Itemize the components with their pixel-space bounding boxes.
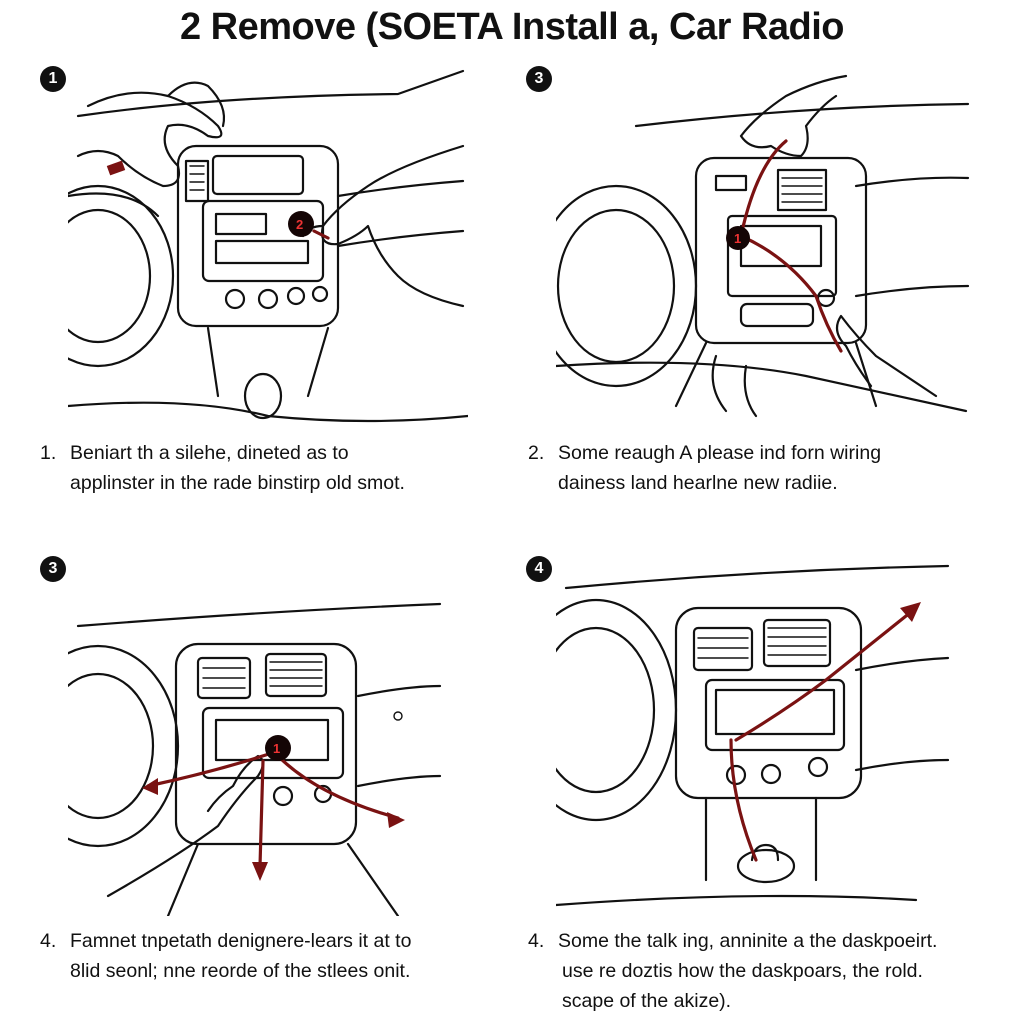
caption-line: Some the talk ing, anninite a the daskpo… <box>558 930 938 952</box>
caption-number: 4. <box>40 930 57 952</box>
step-marker: 2 <box>296 217 303 232</box>
caption-number: 4. <box>528 930 545 952</box>
dashboard-outline <box>76 69 465 118</box>
steering-wheel <box>68 184 175 368</box>
dashboard-illustration: 1 <box>556 66 971 436</box>
radio-console <box>174 642 358 846</box>
dashboard-illustration: 2 <box>68 66 468 436</box>
dashboard-outline <box>564 564 950 590</box>
step-badge: 4 <box>526 556 552 582</box>
caption-number: 1. <box>40 442 57 464</box>
radio-console <box>176 144 340 328</box>
top-hand <box>739 74 848 158</box>
caption-line: Some reaugh A please ind forn wiring <box>558 442 882 464</box>
caption-line: dainess land hearlne new radiie. <box>558 472 838 494</box>
caption-line: applinster in the rade binstirp old smot… <box>70 472 405 494</box>
page-title: 2 Remove (SOETA Install a, Car Radio <box>179 6 845 48</box>
step-caption: 1. Beniart th a silehe, dineted as to app… <box>40 438 490 498</box>
dashboard-illustration: 1 <box>68 596 468 916</box>
step-marker: 1 <box>273 741 280 756</box>
radio-console <box>674 606 863 800</box>
up-arrow <box>734 610 913 742</box>
right-arrow <box>276 754 400 820</box>
caption-line: 8lid seonl; nne reorde of the stlees oni… <box>70 960 411 982</box>
dashboard-outline <box>76 602 442 628</box>
dashboard-outline <box>634 102 970 128</box>
step-marker: 1 <box>734 231 741 246</box>
hand <box>106 754 265 898</box>
down-arrow <box>729 738 758 862</box>
right-hand <box>320 144 465 308</box>
step-badge: 3 <box>526 66 552 92</box>
left-hand <box>76 91 223 188</box>
bottom-hand <box>835 314 938 398</box>
gear-shift <box>243 372 283 420</box>
step-badge: 3 <box>40 556 66 582</box>
gear-shift <box>736 848 796 884</box>
caption-line: Beniart th a silehe, dineted as to <box>70 442 349 464</box>
radio-console <box>694 156 868 345</box>
step-caption: 4. Famnet tnpetath denignere-lears it at … <box>40 926 500 986</box>
step-caption: 2. Some reaugh A please ind forn wiring d… <box>528 438 998 498</box>
caption-line: Famnet tnpetath denignere-lears it at to <box>70 930 412 952</box>
caption-number: 2. <box>528 442 545 464</box>
caption-line: scape of the akize). <box>562 990 732 1012</box>
down-arrow <box>258 759 265 868</box>
dashboard-illustration <box>556 560 971 920</box>
step-badge: 1 <box>40 66 66 92</box>
wiring-arrow <box>739 139 843 353</box>
step-caption: 4. Some the talk ing, anninite a the dask… <box>528 926 1018 1016</box>
left-arrow <box>146 749 280 788</box>
caption-line: use re doztis how the daskpoars, the rol… <box>562 960 923 982</box>
steering-wheel <box>68 644 180 848</box>
